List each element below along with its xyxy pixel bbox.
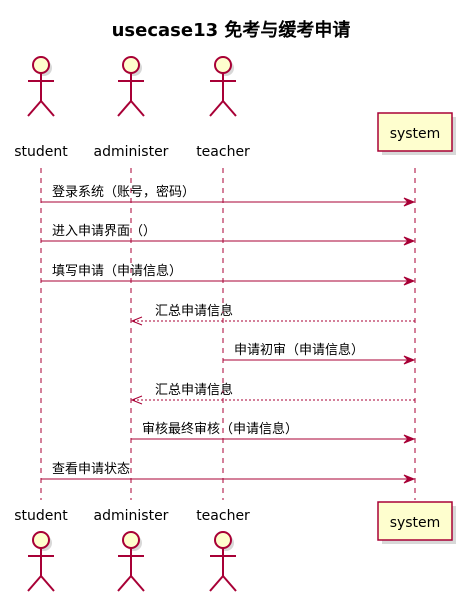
diagram-title: usecase13 免考与缓考申请 xyxy=(112,19,351,41)
arrowhead-filled xyxy=(403,197,416,207)
message-label: 填写申请（申请信息） xyxy=(52,263,182,279)
participants: student student administer administer teache… xyxy=(14,56,456,592)
arrowhead-filled xyxy=(403,434,416,444)
message-7: 审核最终审核（申请信息） xyxy=(131,421,416,444)
participant-box-system-top: system xyxy=(377,112,456,155)
arrowhead-open xyxy=(130,395,143,405)
message-label: 汇总申请信息 xyxy=(155,303,233,319)
message-2: 进入申请界面（） xyxy=(41,224,416,246)
participant-label-student-top: student xyxy=(14,144,68,160)
arrowhead-filled xyxy=(403,236,416,246)
arrowhead-open xyxy=(130,316,143,326)
actor-administer-bottom-icon xyxy=(117,531,145,592)
message-label: 汇总申请信息 xyxy=(155,382,233,398)
message-8: 查看申请状态 xyxy=(41,461,416,484)
message-label: 进入申请界面（） xyxy=(52,224,156,239)
participant-label-teacher-top: teacher xyxy=(196,144,250,160)
actor-teacher-bottom-icon xyxy=(209,531,237,592)
actor-teacher-top-icon xyxy=(209,56,237,117)
participant-label-system-bottom: system xyxy=(390,515,441,531)
arrowhead-filled xyxy=(403,276,416,286)
actor-student-top-icon xyxy=(27,56,55,117)
message-label: 申请初审（申请信息） xyxy=(234,342,364,358)
participant-label-teacher-bottom: teacher xyxy=(196,508,250,524)
actor-administer-top-icon xyxy=(117,56,145,117)
lifelines xyxy=(40,168,416,500)
message-4: 汇总申请信息 xyxy=(130,303,415,326)
message-5: 申请初审（申请信息） xyxy=(223,342,416,365)
message-3: 填写申请（申请信息） xyxy=(41,263,416,286)
messages: 登录系统（账号，密码）进入申请界面（）填写申请（申请信息）汇总申请信息申请初审（… xyxy=(41,184,416,484)
message-1: 登录系统（账号，密码） xyxy=(41,184,416,207)
participant-label-student-bottom: student xyxy=(14,508,68,524)
actor-student-bottom-icon xyxy=(27,531,55,592)
arrowhead-filled xyxy=(403,355,416,365)
participant-box-system-bottom: system xyxy=(377,501,456,544)
arrowhead-filled xyxy=(403,474,416,484)
message-label: 登录系统（账号，密码） xyxy=(52,184,195,200)
message-label: 查看申请状态 xyxy=(52,461,130,477)
message-label: 审核最终审核（申请信息） xyxy=(142,421,298,437)
message-6: 汇总申请信息 xyxy=(130,382,415,405)
participant-label-administer-bottom: administer xyxy=(94,508,169,524)
participant-label-system-top: system xyxy=(390,126,441,142)
participant-label-administer-top: administer xyxy=(94,144,169,160)
